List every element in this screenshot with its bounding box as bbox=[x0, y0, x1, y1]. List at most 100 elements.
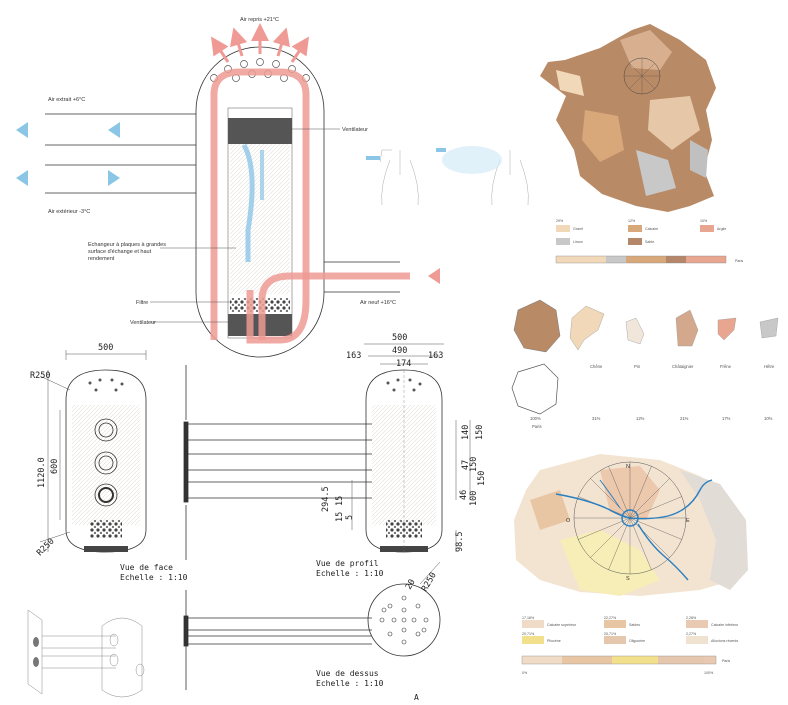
compass-spoke bbox=[629, 517, 682, 540]
svg-text:Sables: Sables bbox=[629, 623, 640, 627]
vent-hole bbox=[401, 627, 407, 633]
dim-profile-163-left: 163 bbox=[346, 351, 361, 361]
paris-legend-item: 20,71%Oligocène bbox=[604, 632, 645, 644]
forest-shapes-row: Chêne Pin Châtaignier Frêne Hêtre Paris … bbox=[511, 299, 779, 429]
dim-front-r250-bottom: R250 bbox=[35, 537, 57, 559]
fresh-air-flow bbox=[258, 272, 410, 340]
svg-text:2,27%: 2,27% bbox=[686, 632, 697, 636]
svg-text:20,71%: 20,71% bbox=[522, 632, 535, 636]
dim-profile-100: 100 bbox=[469, 491, 479, 506]
dim-profile-150c: 150 bbox=[477, 471, 487, 486]
svg-text:10%: 10% bbox=[764, 416, 773, 421]
compass-spoke bbox=[590, 517, 631, 558]
compass-west: O bbox=[566, 518, 571, 524]
vent-hole bbox=[411, 617, 417, 623]
dim-front-1120: 1120.0 bbox=[37, 457, 47, 488]
lung-illustrations bbox=[366, 146, 529, 206]
paris-stacked-bar bbox=[521, 655, 717, 665]
paris-legend-item: 22,27% Sables bbox=[604, 616, 640, 628]
shape-label-1: Chêne bbox=[590, 364, 603, 369]
svg-text:Oligocène: Oligocène bbox=[629, 639, 645, 643]
shape-label-5: Hêtre bbox=[764, 364, 775, 369]
compass-spoke bbox=[608, 466, 631, 519]
legend-item-5: Sable bbox=[628, 238, 654, 245]
svg-text:Argile: Argile bbox=[717, 227, 726, 231]
compass-spoke bbox=[629, 496, 682, 519]
warm-air-flow bbox=[210, 68, 310, 344]
dim-front-600: 600 bbox=[50, 459, 60, 474]
shape-label-paris: Paris bbox=[532, 424, 542, 429]
vent-hole bbox=[387, 603, 393, 609]
label-echangeur-1: Echangeur à plaques à grandes bbox=[88, 242, 166, 248]
france-stacked-bar bbox=[555, 255, 727, 264]
label-air-neuf: Air neuf +16°C bbox=[360, 300, 396, 306]
dim-profile-140: 140 bbox=[461, 425, 471, 440]
compass-east: E bbox=[686, 518, 690, 524]
france-legend: 29% Granit 12% Calcaire 10% Argile Limon… bbox=[555, 219, 743, 264]
dim-profile-5: 5 bbox=[345, 515, 355, 520]
dim-profile-150a: 150 bbox=[475, 425, 485, 440]
paris-legend-item: 2,28%Calcaire inférieur bbox=[686, 616, 739, 628]
compass-spoke bbox=[629, 517, 670, 558]
svg-text:Calcaire: Calcaire bbox=[645, 227, 658, 231]
vent-hole bbox=[381, 607, 387, 613]
svg-text:22,27%: 22,27% bbox=[604, 616, 617, 620]
svg-text:100%: 100% bbox=[530, 416, 541, 421]
paris-legend-item: 2,27%Alluvions récents bbox=[686, 632, 738, 644]
vent-hole bbox=[415, 603, 421, 609]
svg-text:Pliocène: Pliocène bbox=[547, 639, 561, 643]
river-marne bbox=[637, 523, 689, 581]
profile-view-caption: Vue de profil bbox=[316, 559, 379, 568]
sheet-letter: A bbox=[414, 693, 419, 702]
dim-profile-163-right: 163 bbox=[428, 351, 443, 361]
dim-profile-150b: 150 bbox=[469, 457, 479, 472]
france-shape bbox=[540, 24, 716, 212]
label-air-extrait: Air extrait +6°C bbox=[48, 97, 85, 103]
top-view-drawing: 20 R250 Vue de dessus Echelle : 1:10 A bbox=[316, 561, 441, 702]
exhaust-arrows bbox=[211, 23, 309, 63]
paris-legend-item: 17,18%Calcaire supérieur bbox=[522, 616, 577, 628]
france-axis-end: Paris bbox=[735, 259, 743, 263]
profile-view-drawing: 500 490 163 174 163 140 150 47 150 150 4… bbox=[316, 333, 487, 578]
top-view-scale: Echelle : 1:10 bbox=[316, 679, 384, 688]
label-filtre: Filtre bbox=[136, 300, 148, 306]
paris-legend: 17,18%Calcaire supérieur 22,27% Sables 2,28… bbox=[522, 616, 739, 644]
vent-hole bbox=[401, 639, 407, 645]
vent-hole bbox=[423, 617, 429, 623]
compass-spoke bbox=[608, 517, 631, 570]
compass-spoke bbox=[590, 478, 631, 519]
svg-text:12%: 12% bbox=[636, 416, 645, 421]
top-view-caption: Vue de dessus bbox=[316, 669, 379, 678]
label-echangeur-2: surface d'échange et haut bbox=[88, 249, 152, 255]
vent-hole bbox=[401, 607, 407, 613]
cold-air-flow bbox=[241, 143, 255, 262]
svg-text:21%: 21% bbox=[680, 416, 689, 421]
duct-connectors bbox=[183, 365, 372, 690]
compass-spoke bbox=[629, 517, 652, 570]
label-ventilateur-bottom: Ventilateur bbox=[130, 320, 156, 326]
airflow-triangles bbox=[16, 122, 440, 284]
dim-profile-98: 98.5 bbox=[455, 532, 465, 552]
svg-text:Limon: Limon bbox=[573, 240, 583, 244]
vent-hole bbox=[379, 617, 385, 623]
svg-text:17%: 17% bbox=[722, 416, 731, 421]
svg-text:Sable: Sable bbox=[645, 240, 654, 244]
label-ventilateur-top: Ventilateur bbox=[342, 127, 368, 133]
compass-spoke bbox=[578, 517, 631, 540]
legend-item-2: 12% Calcaire bbox=[628, 219, 658, 232]
svg-text:Granit: Granit bbox=[573, 227, 583, 231]
compass-spoke bbox=[629, 466, 652, 519]
svg-text:29%: 29% bbox=[556, 219, 564, 223]
vent-hole bbox=[415, 631, 421, 637]
legend-item-4: Limon bbox=[556, 238, 583, 245]
dim-top-20: 20 bbox=[404, 578, 418, 592]
dim-top-r250: R250 bbox=[420, 571, 439, 594]
dim-profile-15b: 15 bbox=[335, 512, 345, 522]
france-map bbox=[540, 24, 716, 212]
vent-hole bbox=[421, 627, 427, 633]
shape-label-2: Pin bbox=[634, 364, 641, 369]
svg-text:Calcaire supérieur: Calcaire supérieur bbox=[547, 623, 577, 627]
ventilation-diagram: Air repris +21°C Air extrait +6°C Air ex… bbox=[16, 17, 440, 358]
front-view-scale: Echelle : 1:10 bbox=[120, 573, 188, 582]
